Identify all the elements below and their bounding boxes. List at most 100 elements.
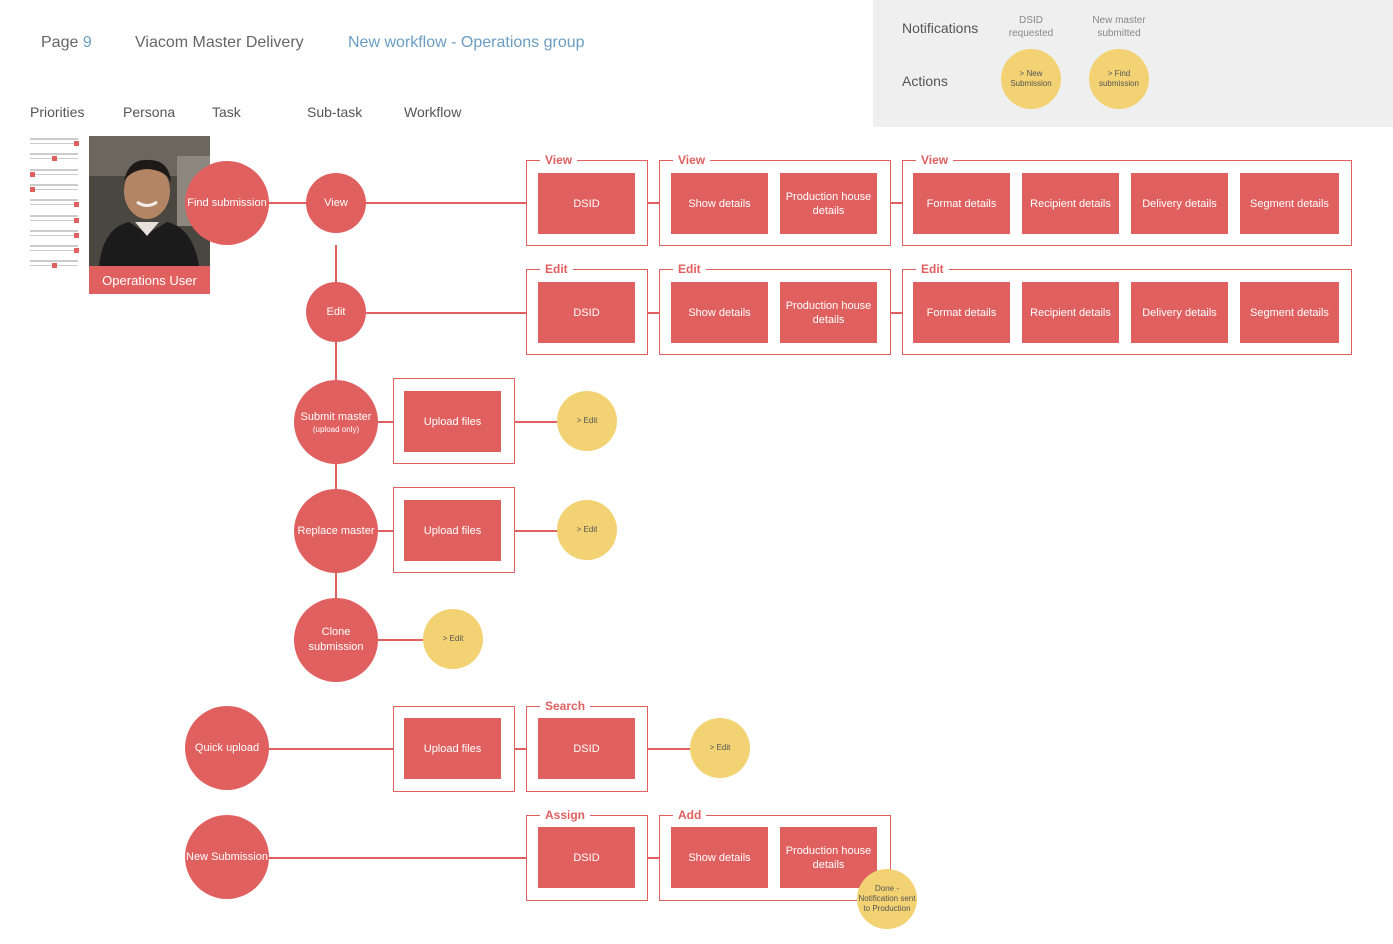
box-production-house[interactable]: Production house details [780, 173, 877, 234]
box-upload-files[interactable]: Upload files [404, 718, 501, 779]
connector-line [514, 748, 526, 750]
box-show-details[interactable]: Show details [671, 282, 768, 343]
action-new-submission[interactable]: > New Submission [1001, 49, 1061, 109]
connector-line [647, 312, 659, 314]
legend-actions-label: Actions [902, 73, 948, 89]
workflow-title[interactable]: New workflow - Operations group [348, 34, 585, 51]
notification-dsid-requested: DSID requested [1008, 15, 1054, 39]
box-segment-details[interactable]: Segment details [1240, 282, 1339, 343]
frame-edit-details [659, 269, 891, 355]
notification-new-master: New master submitted [1092, 15, 1146, 39]
box-production-house[interactable]: Production house details [780, 827, 877, 888]
column-task: Task [212, 104, 241, 120]
priority-slider [30, 214, 80, 225]
column-workflow: Workflow [404, 104, 462, 120]
box-format-details[interactable]: Format details [913, 282, 1010, 343]
action-edit[interactable]: > Edit [690, 718, 750, 778]
task-new-submission[interactable]: New Submission [185, 815, 269, 899]
connector-line [514, 530, 558, 532]
frame-view-dsid [526, 160, 648, 246]
subtask-submit-master[interactable]: Submit master(upload only) [294, 380, 378, 464]
box-upload-files[interactable]: Upload files [404, 500, 501, 561]
priority-knob [74, 232, 79, 238]
action-edit[interactable]: > Edit [557, 500, 617, 560]
connector-line [268, 748, 393, 750]
subtask-clone-submission[interactable]: Clone submission [294, 598, 378, 682]
persona-photo [89, 136, 210, 266]
frame-label-search: Search [540, 699, 591, 713]
priority-slider [30, 229, 80, 240]
persona-label: Operations User [89, 266, 210, 294]
column-subtask: Sub-task [307, 104, 363, 120]
priority-knob [30, 171, 35, 177]
priority-knob [74, 202, 79, 208]
action-edit[interactable]: > Edit [423, 609, 483, 669]
task-quick-upload[interactable]: Quick upload [185, 706, 269, 790]
frame-replace-upload [393, 487, 515, 573]
connector-line [268, 202, 308, 204]
legend-panel: Notifications Actions DSID requested New… [873, 0, 1393, 127]
column-persona: Persona [123, 104, 176, 120]
priority-slider [30, 245, 80, 255]
priority-slider [30, 138, 80, 148]
connector-line [378, 421, 393, 423]
connector-line [378, 639, 424, 641]
frame-label-view: View [673, 153, 711, 167]
frame-quick-upload [393, 706, 515, 792]
frame-label-edit: Edit [673, 262, 706, 276]
frame-view-details [659, 160, 891, 246]
subtask-view[interactable]: View [306, 173, 366, 233]
subtask-replace-master[interactable]: Replace master [294, 489, 378, 573]
connector-line [647, 857, 659, 859]
priority-knob [74, 217, 79, 223]
frame-label-view: View [916, 153, 954, 167]
frame-edit-dsid [526, 269, 648, 355]
action-find-submission[interactable]: > Find submission [1089, 49, 1149, 109]
priority-slider [30, 153, 80, 163]
task-find-submission[interactable]: Find submission [185, 161, 269, 245]
connector-line [378, 530, 393, 532]
column-priorities: Priorities [30, 104, 85, 120]
priority-knob [74, 248, 79, 254]
priority-knob [30, 186, 35, 192]
done-notification: Done - Notification sent to Production [857, 869, 917, 929]
box-dsid[interactable]: DSID [538, 282, 635, 343]
box-dsid[interactable]: DSID [538, 173, 635, 234]
box-format-details[interactable]: Format details [913, 173, 1010, 234]
frame-submit-upload [393, 378, 515, 464]
priority-knob [52, 263, 57, 269]
box-segment-details[interactable]: Segment details [1240, 173, 1339, 234]
box-dsid[interactable]: DSID [538, 718, 635, 779]
connector-line [268, 857, 526, 859]
box-show-details[interactable]: Show details [671, 173, 768, 234]
connector-line [366, 202, 526, 204]
frame-label-edit: Edit [916, 262, 949, 276]
box-upload-files[interactable]: Upload files [404, 391, 501, 452]
box-dsid[interactable]: DSID [538, 827, 635, 888]
connector-line [890, 312, 902, 314]
priority-slider [30, 183, 80, 194]
box-production-house[interactable]: Production house details [780, 282, 877, 343]
subtask-submit-note: (upload only) [312, 424, 360, 434]
action-edit[interactable]: > Edit [557, 391, 617, 451]
connector-line [366, 312, 526, 314]
priority-slider [30, 260, 80, 270]
box-recipient-details[interactable]: Recipient details [1022, 173, 1119, 234]
frame-label-view: View [540, 153, 578, 167]
box-recipient-details[interactable]: Recipient details [1022, 282, 1119, 343]
priority-slider [30, 168, 80, 179]
page-label: Page 9 [41, 34, 92, 51]
frame-edit-more [902, 269, 1352, 355]
box-show-details[interactable]: Show details [671, 827, 768, 888]
legend-notifications-label: Notifications [902, 20, 979, 36]
box-delivery-details[interactable]: Delivery details [1131, 173, 1228, 234]
priority-knob [52, 156, 57, 162]
box-delivery-details[interactable]: Delivery details [1131, 282, 1228, 343]
frame-label-add: Add [673, 808, 707, 822]
subtask-submit-label: Submit master [300, 410, 372, 423]
subtask-edit[interactable]: Edit [306, 282, 366, 342]
frame-label-edit: Edit [540, 262, 573, 276]
priority-slider [30, 199, 80, 209]
frame-add [659, 815, 891, 901]
page-number: 9 [82, 34, 92, 51]
